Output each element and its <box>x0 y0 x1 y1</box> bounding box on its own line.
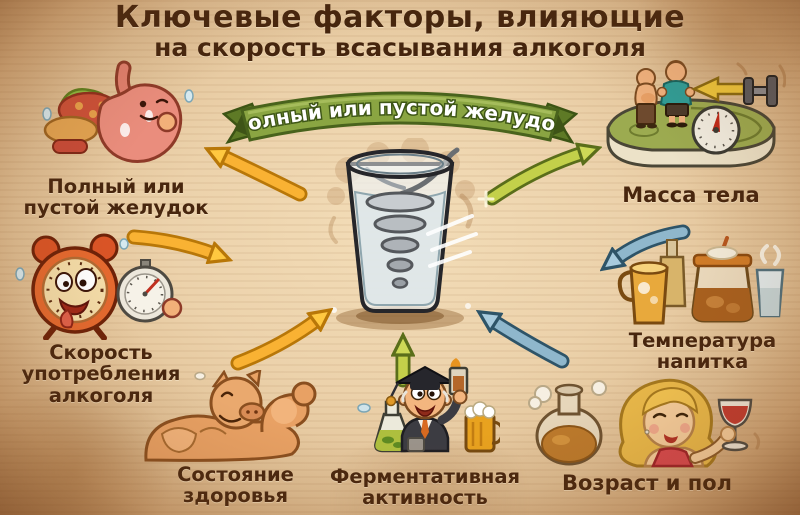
factor-label: Скорость употребления алкоголя <box>21 341 181 407</box>
factor-enzymatic-activity: Ферментативная активность <box>330 356 520 509</box>
stomach-icon <box>42 60 194 163</box>
muscular-pig-icon <box>143 370 316 462</box>
body-scale-icon <box>606 60 786 168</box>
factor-label: Полный или пустой желудок <box>23 175 209 220</box>
factor-age-and-gender: Возраст и пол <box>522 372 772 495</box>
ribbon-banner: Полный или пустой желудок <box>222 74 578 145</box>
factor-body-mass: Масса тела <box>592 54 790 207</box>
arrow-to-stomach <box>222 156 308 202</box>
factor-label: Возраст и пол <box>561 471 733 495</box>
glass-vortex-icon <box>327 138 478 330</box>
factor-drinking-speed: Скорость употребления алкоголя <box>2 230 200 406</box>
title-line-1: Ключевые факторы, влияющие <box>114 0 686 35</box>
hot-cold-drinks-icon <box>617 236 785 325</box>
factor-label: Температура напитка <box>628 329 777 374</box>
arrow-to-body-mass <box>477 153 583 208</box>
page-title: Ключевые факторы, влияющие на скорость в… <box>0 2 800 61</box>
factor-label: Ферментативная активность <box>330 465 521 510</box>
scientist-with-drinks-icon <box>357 358 500 453</box>
woman-with-wine-icon <box>528 378 761 468</box>
factor-label: Состояние здоровья <box>177 463 294 508</box>
arrow-from-health <box>230 320 317 371</box>
factor-drink-temperature: Температура напитка <box>610 236 795 373</box>
factor-full-or-empty-stomach: Полный или пустой желудок <box>16 56 216 219</box>
arrow-from-age-gender <box>493 321 570 369</box>
factor-label: Масса тела <box>622 183 760 207</box>
title-line-2: на скорость всасывания алкоголя <box>154 32 646 62</box>
factor-health-condition: Состояние здоровья <box>128 370 343 507</box>
alarm-clock-icon <box>15 233 183 340</box>
